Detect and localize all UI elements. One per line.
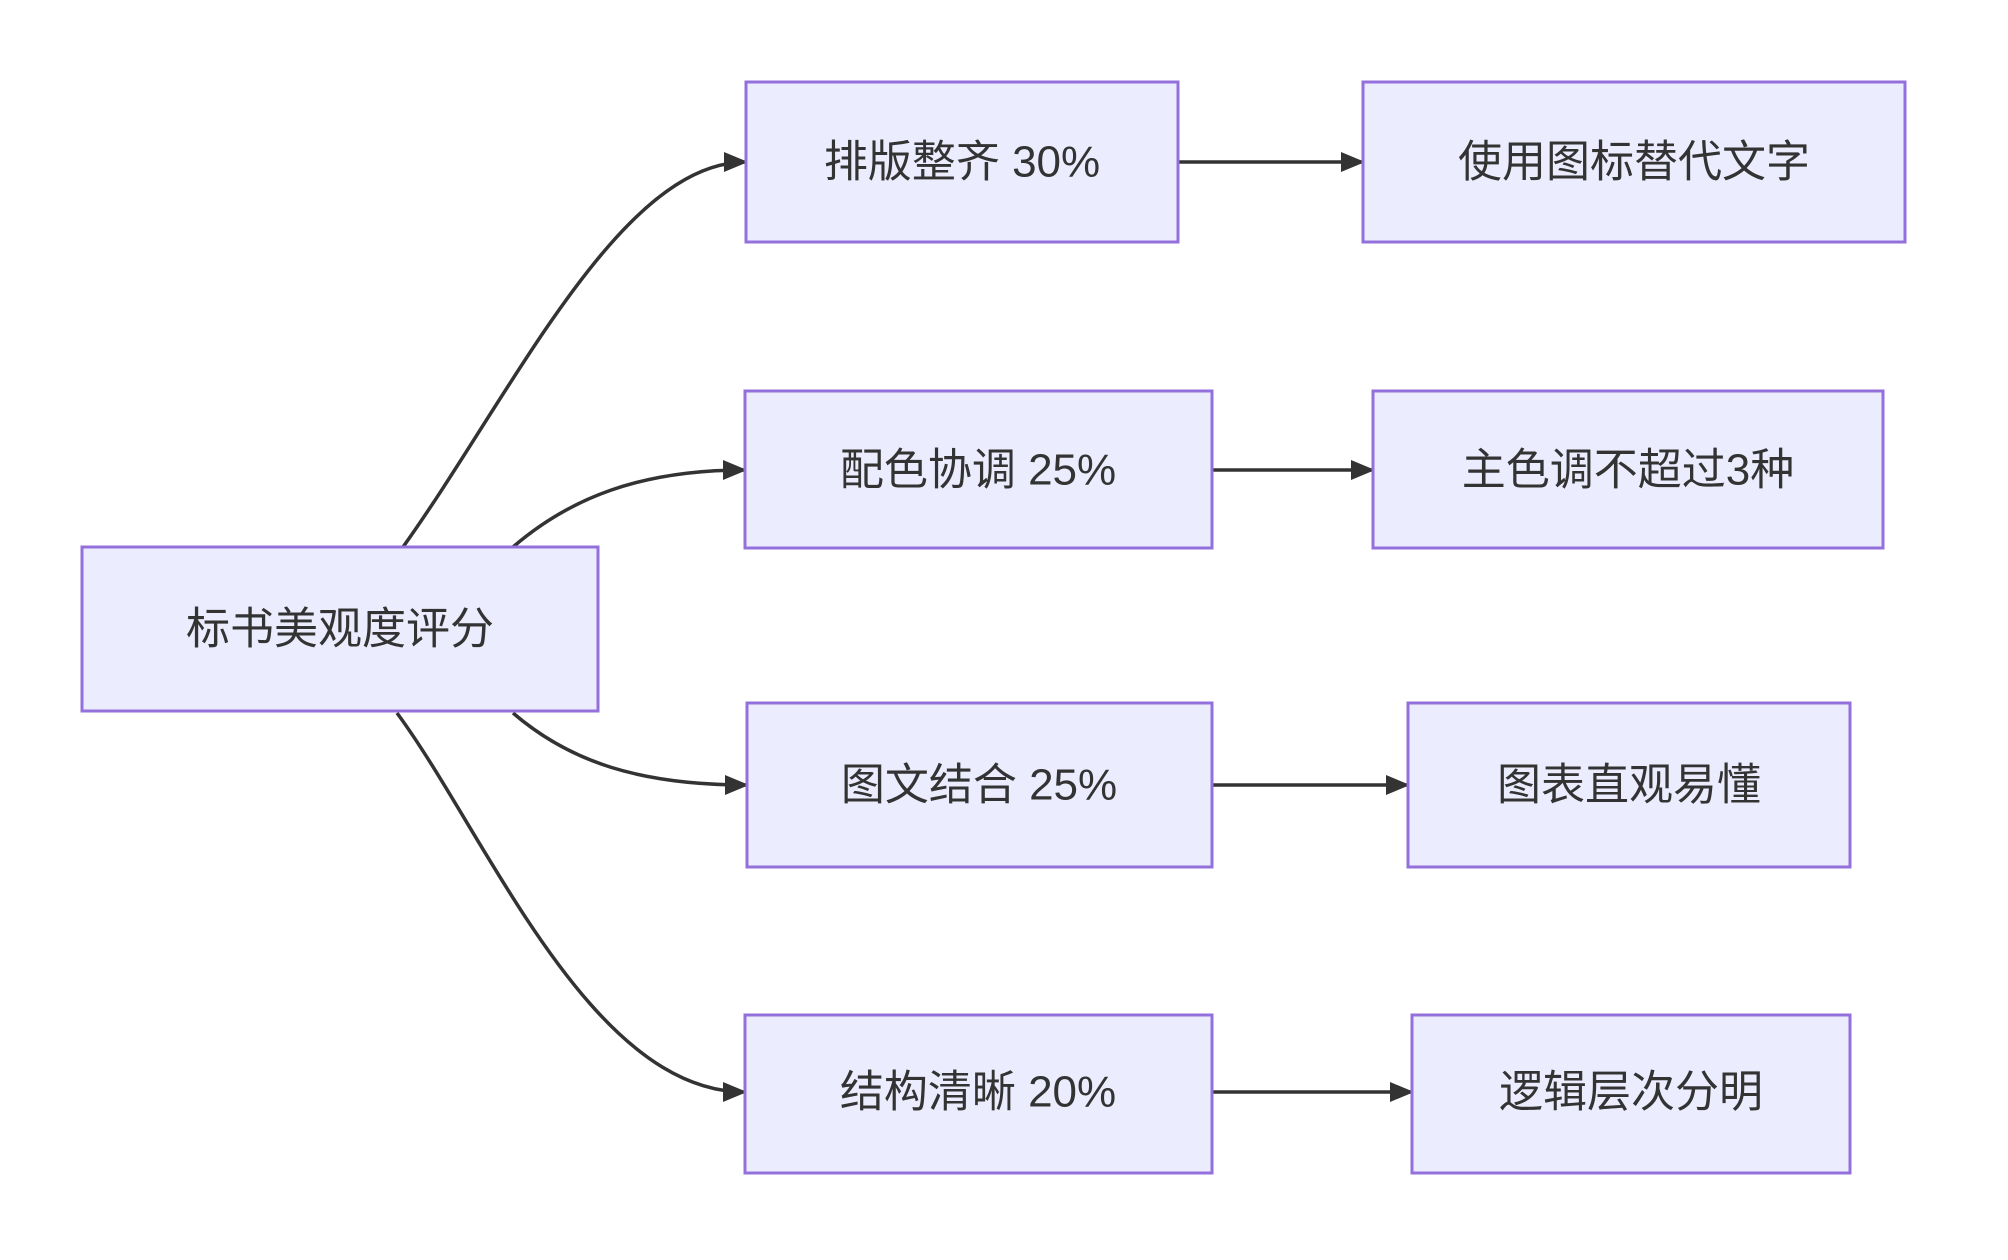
criterion-node-3-box [745, 701, 1214, 869]
criterion-node-3-label: 图文结合 25% [841, 761, 1117, 810]
detail-node-2-label: 主色调不超过3种 [1462, 446, 1794, 495]
detail-node-1: 使用图标替代文字 [1361, 80, 1907, 244]
edge-root-to-criterion-1 [401, 152, 748, 549]
criterion-node-1-label: 排版整齐 30% [824, 138, 1100, 187]
detail-node-1-box [1361, 80, 1907, 244]
criterion-node-4-box [743, 1013, 1214, 1175]
root-node-label: 标书美观度评分 [186, 605, 494, 654]
detail-node-4: 逻辑层次分明 [1410, 1013, 1852, 1175]
criterion-node-2: 配色协调 25% [743, 389, 1214, 550]
criterion-node-1: 排版整齐 30% [744, 80, 1180, 244]
detail-node-4-label: 逻辑层次分明 [1499, 1068, 1763, 1117]
edge-root-to-criterion-3 [511, 711, 749, 795]
detail-node-2: 主色调不超过3种 [1371, 389, 1885, 550]
criterion-node-4-label: 结构清晰 20% [840, 1068, 1116, 1117]
root-node-box [80, 545, 600, 713]
criterion-node-2-label: 配色协调 25% [840, 446, 1116, 495]
detail-node-4-box [1410, 1013, 1852, 1175]
edge-root-to-criterion-2 [511, 460, 747, 549]
detail-node-2-box [1371, 389, 1885, 550]
detail-node-3-box [1406, 701, 1852, 869]
criterion-node-2-box [743, 389, 1214, 550]
criterion-node-4: 结构清晰 20% [743, 1013, 1214, 1175]
criterion-node-1-box [744, 80, 1180, 244]
detail-node-3: 图表直观易懂 [1406, 701, 1852, 869]
root-node: 标书美观度评分 [80, 545, 600, 713]
detail-node-1-label: 使用图标替代文字 [1458, 138, 1810, 187]
criterion-node-3: 图文结合 25% [745, 701, 1214, 869]
edge-root-to-criterion-4 [395, 711, 747, 1102]
detail-node-3-label: 图表直观易懂 [1497, 761, 1761, 810]
